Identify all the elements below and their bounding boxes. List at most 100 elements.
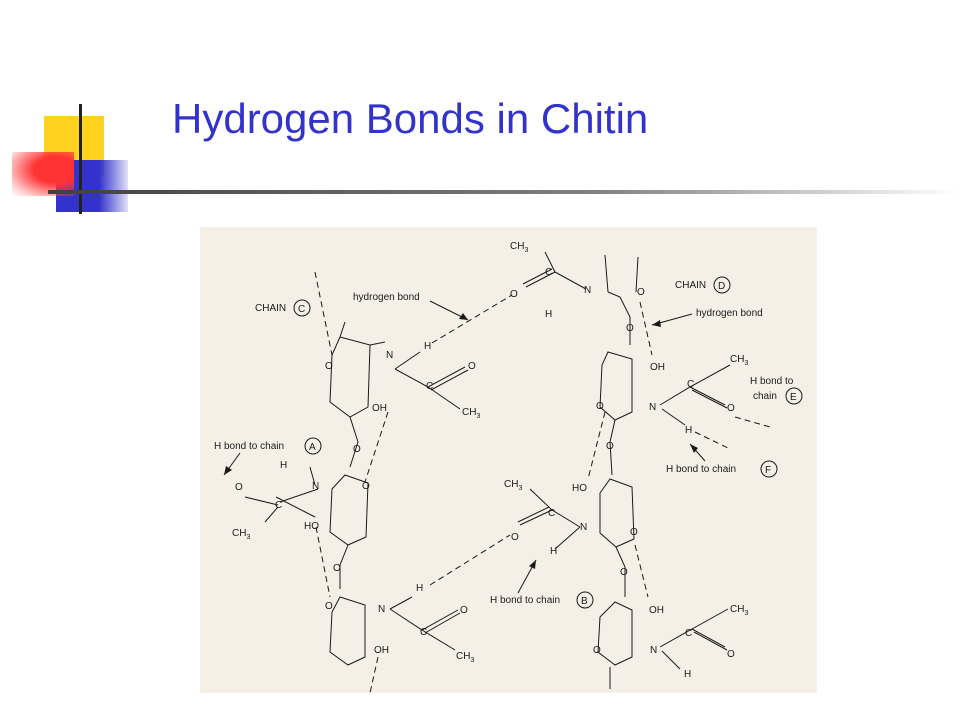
chitin-structure-figure: N H C O CH3 O OH O O N H O C CH3 HO O O … [200, 227, 817, 693]
interchain-hbond-top [431, 294, 513, 344]
left-chain-dash-top [314, 271, 333, 356]
atom-n-r4: N [650, 645, 657, 656]
atom-ho-1: HO [304, 521, 319, 532]
atom-ch3-r3: CH3 [504, 479, 522, 492]
right-acetyl-bottom [659, 608, 729, 670]
atom-h1: H [424, 341, 431, 352]
atom-ch3-2: CH3 [232, 528, 250, 541]
chain-f-letter: F [765, 465, 771, 476]
atom-o-ring-r3: O [593, 645, 601, 656]
annotations: CHAIN C hydrogen bond CHAIN D hydrogen b… [214, 276, 803, 609]
to-b-arrowhead [529, 560, 536, 569]
atom-o-link-r3: O [620, 567, 628, 578]
chitin-diagram-svg: N H C O CH3 O OH O O N H O C CH3 HO O O … [200, 227, 817, 693]
atom-ch3-r2: CH3 [730, 354, 748, 367]
atom-o-link2: O [333, 563, 341, 574]
atom-o1: O [468, 361, 476, 372]
atom-o-r1: O [510, 289, 518, 300]
to-f-arrowhead [690, 444, 698, 453]
left-acetyl-3 [389, 596, 461, 651]
atom-o-r2: O [727, 403, 735, 414]
right-acetyl-2 [659, 364, 731, 426]
h-bond-to-b-label: H bond to chain [490, 595, 560, 606]
h-bond-to-e-label-1: H bond to [750, 376, 794, 387]
right-ring-3 [597, 601, 633, 666]
atom-o-ring-r2: O [630, 527, 638, 538]
atom-c-r2: C [687, 379, 694, 390]
atom-ch3-r4: CH3 [730, 604, 748, 617]
right-acetyl-top [522, 251, 587, 290]
chain-b-letter: B [581, 596, 588, 607]
atom-o-ring2: O [362, 481, 370, 492]
atom-h-r3: H [550, 546, 557, 557]
chain-f-circle [760, 460, 778, 478]
chain-b-circle [576, 591, 594, 609]
hbond-to-e-dash [734, 416, 771, 428]
atom-h-r2: H [685, 425, 692, 436]
hbond-label-left: hydrogen bond [353, 292, 420, 303]
atom-o-r-link: O [626, 323, 634, 334]
atom-o-r-top: O [637, 287, 645, 298]
left-ring-3 [329, 596, 366, 666]
atom-o-ring3: O [325, 601, 333, 612]
left-chain-hbond-2 [315, 526, 331, 598]
chain-a-circle [304, 437, 322, 455]
atom-h2: H [280, 460, 287, 471]
chain-e-circle [785, 387, 803, 405]
hbond-left-arrowhead [459, 313, 468, 320]
left-link-2 [339, 544, 349, 589]
left-acetyl-2 [244, 466, 319, 523]
right-chain-hbond-1 [639, 301, 653, 356]
atom-c3: C [420, 627, 427, 638]
right-acetyl-mid [517, 488, 581, 550]
h-bond-to-f-label: H bond to chain [666, 464, 736, 475]
h-bond-to-e-label-2: chain [753, 391, 777, 402]
atom-o3: O [460, 605, 468, 616]
atom-o-ring1: O [325, 361, 333, 372]
atom-oh-2: OH [374, 645, 389, 656]
figure-background [200, 227, 817, 693]
atom-n-r2: N [649, 402, 656, 413]
atom-o-r4: O [727, 649, 735, 660]
atom-n1: N [386, 350, 393, 361]
right-link-2 [615, 546, 626, 597]
atom-n-r3: N [580, 522, 587, 533]
atom-ch3-3: CH3 [456, 651, 474, 664]
left-chain-hbond-1 [364, 411, 389, 483]
right-link-1 [609, 419, 616, 476]
atom-oh-r1: OH [650, 362, 665, 373]
atom-c-r4: C [685, 628, 692, 639]
atom-c2: C [275, 500, 282, 511]
right-chain-hbond-2 [587, 411, 606, 480]
chain-a-letter: A [309, 442, 316, 453]
chain-c-circle [293, 299, 311, 317]
left-chain-dash-bottom [369, 656, 379, 693]
atom-oh-1: OH [372, 403, 387, 414]
atom-n-r1: N [584, 285, 591, 296]
atom-o-ring-r1: O [596, 401, 604, 412]
interchain-hbond-bottom [429, 534, 511, 586]
slide-title: Hydrogen Bonds in Chitin [172, 95, 649, 142]
right-link-top [607, 291, 631, 345]
atom-n2: N [312, 481, 319, 492]
right-chain-hbond-3 [634, 544, 649, 598]
atom-n3: N [378, 604, 385, 615]
hbond-to-f-dash [694, 431, 731, 450]
atom-h-r4: H [684, 669, 691, 680]
right-chain: CH3 C O N H O O OH O N H C O CH3 O HO CH… [504, 241, 771, 689]
chain-e-letter: E [790, 392, 797, 403]
atom-o-r3: O [511, 532, 519, 543]
atom-o-link1: O [353, 444, 361, 455]
title-rule [48, 190, 960, 194]
left-chain: N H C O CH3 O OH O O N H O C CH3 HO O O … [232, 271, 480, 693]
left-link-1 [349, 416, 359, 468]
atom-ho-r: HO [572, 483, 587, 494]
chain-d-letter: D [718, 281, 725, 292]
hbond-right-arrowhead [652, 320, 661, 327]
atom-c-r1: C [545, 267, 552, 278]
atom-h-r1: H [545, 309, 552, 320]
h-bond-to-a-label: H bond to chain [214, 441, 284, 452]
left-acetyl-1 [394, 351, 469, 410]
atom-ch3-r1: CH3 [510, 241, 528, 254]
atom-c-r3: C [548, 508, 555, 519]
